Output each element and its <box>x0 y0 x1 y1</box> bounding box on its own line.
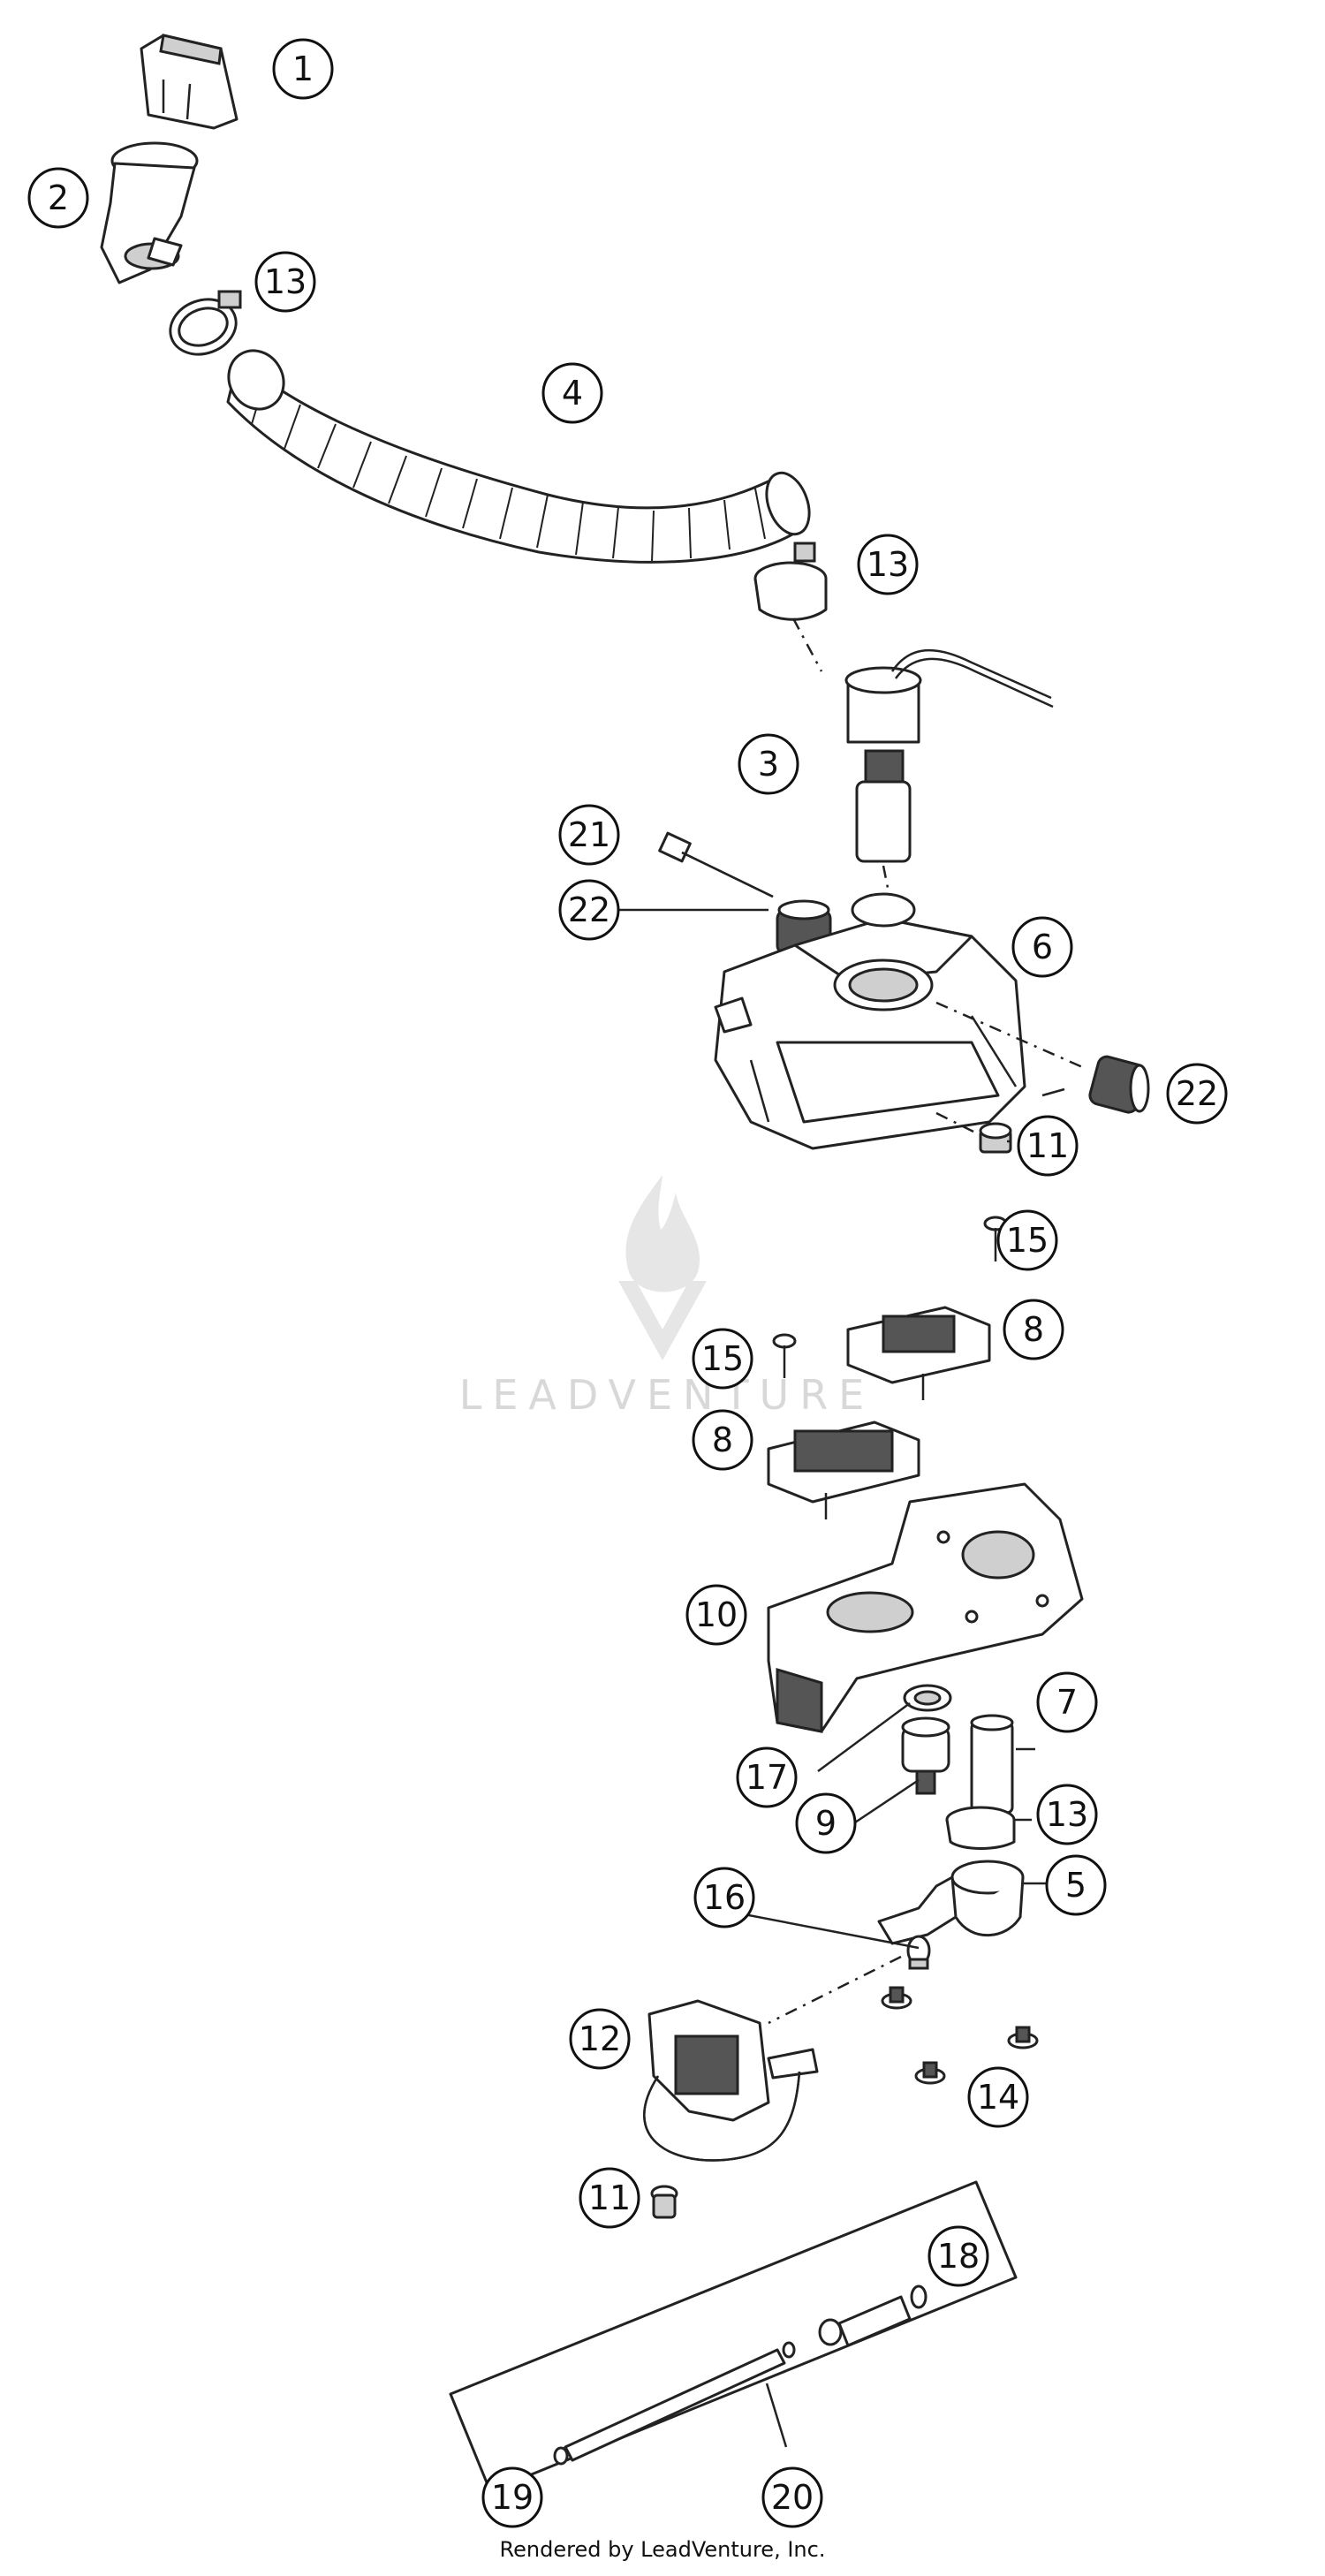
callout-10-label: 10 <box>695 1595 738 1634</box>
callout-20-label: 20 <box>771 2478 814 2517</box>
callout-9-label: 9 <box>815 1804 837 1843</box>
part-15-screw-lower <box>772 1333 797 1378</box>
flame-logo-icon <box>618 1175 707 1360</box>
callout-7-label: 7 <box>1056 1683 1078 1722</box>
callout-2-label: 2 <box>48 178 69 217</box>
callout-4-label: 4 <box>562 374 583 413</box>
part-21-bolt <box>658 831 774 898</box>
callout-14-label: 14 <box>977 2078 1019 2117</box>
callout-6-label: 6 <box>1032 928 1053 966</box>
callout-3-label: 3 <box>758 745 779 784</box>
part-1-filler-cap <box>140 34 238 130</box>
part-3-level-sensor <box>844 648 1054 863</box>
part-13-hose-clamp-upper <box>169 290 242 356</box>
callout-13-middle[interactable]: 13 <box>857 534 919 595</box>
callout-3[interactable]: 3 <box>738 733 799 795</box>
callout-2[interactable]: 2 <box>27 167 89 229</box>
callout-15-lower[interactable]: 15 <box>692 1328 753 1390</box>
callout-11-lower-label: 11 <box>588 2178 631 2217</box>
callout-13-middle-label: 13 <box>867 545 909 584</box>
callout-5[interactable]: 5 <box>1045 1854 1107 1916</box>
assembly-line-hose-to-tank <box>791 617 823 672</box>
callout-12[interactable]: 12 <box>569 2008 631 2070</box>
callout-22-right-label: 22 <box>1176 1074 1218 1113</box>
part-10-mounting-bracket <box>767 1482 1084 1733</box>
part-12-pump <box>643 1999 819 2162</box>
callout-15-upper[interactable]: 15 <box>996 1209 1058 1271</box>
assembly-line-tank-to-grommet <box>935 1001 1087 1071</box>
callout-5-label: 5 <box>1065 1866 1086 1905</box>
part-13-hose-clamp-middle <box>753 542 828 621</box>
callout-9[interactable]: 9 <box>795 1792 857 1854</box>
part-5-elbow-fitting <box>877 1860 1025 1945</box>
callout-7[interactable]: 7 <box>1036 1671 1098 1733</box>
callout-17-label: 17 <box>746 1758 788 1797</box>
part-8-pressure-sensor-upper <box>846 1306 991 1400</box>
part-8-pressure-sensor-lower <box>767 1421 920 1519</box>
callout-15-lower-label: 15 <box>701 1339 744 1378</box>
callout-11-lower[interactable]: 11 <box>579 2167 640 2229</box>
callout-22-left[interactable]: 22 <box>558 879 620 941</box>
part-22-rubber-grommet-right <box>1088 1055 1150 1114</box>
part-9-filter <box>901 1716 950 1795</box>
part-17-clip <box>903 1684 952 1712</box>
callout-18[interactable]: 18 <box>928 2225 989 2287</box>
callout-11-upper-label: 11 <box>1026 1126 1069 1165</box>
part-11-screw-lower <box>650 2185 678 2219</box>
callout-18-label: 18 <box>937 2237 980 2276</box>
assembly-line-clamp-to-pump <box>768 1955 902 2025</box>
part-7-sleeve <box>970 1714 1014 1815</box>
callout-22-left-label: 22 <box>568 890 610 929</box>
callout-13-lower[interactable]: 13 <box>1036 1784 1098 1845</box>
callout-1-label: 1 <box>292 49 314 88</box>
callout-14[interactable]: 14 <box>967 2066 1029 2128</box>
watermark-text: LEADVENTURE <box>459 1371 875 1419</box>
callout-22-right[interactable]: 22 <box>1166 1063 1228 1125</box>
callout-21[interactable]: 21 <box>558 804 620 866</box>
callout-4[interactable]: 4 <box>541 362 603 424</box>
callout-10[interactable]: 10 <box>685 1584 747 1646</box>
callout-13-upper[interactable]: 13 <box>254 251 316 313</box>
callout-13-lower-label: 13 <box>1046 1795 1088 1834</box>
callout-16[interactable]: 16 <box>693 1867 755 1928</box>
callout-12-label: 12 <box>579 2019 621 2058</box>
callout-8-lower[interactable]: 8 <box>692 1409 753 1471</box>
part-14-screws <box>881 1986 1039 2085</box>
callout-13-upper-label: 13 <box>264 262 307 301</box>
callout-1[interactable]: 1 <box>272 38 334 100</box>
callout-19[interactable]: 19 <box>481 2466 543 2528</box>
callout-15-upper-label: 15 <box>1006 1221 1049 1260</box>
callout-8-upper-label: 8 <box>1023 1310 1044 1349</box>
callout-20[interactable]: 20 <box>761 2466 823 2528</box>
leadventure-watermark: LEADVENTURE <box>459 1175 875 1419</box>
part-6-oil-tank <box>714 892 1026 1150</box>
callout-11-upper[interactable]: 11 <box>1017 1115 1079 1177</box>
part-16-small-clamp <box>906 1935 931 1970</box>
callout-16-label: 16 <box>703 1878 746 1917</box>
part-2-filler-neck <box>100 141 199 284</box>
callouts: 1 2 13 4 13 3 21 22 <box>27 38 1228 2528</box>
callout-17[interactable]: 17 <box>736 1746 798 1808</box>
part-13-hose-clamp-lower <box>945 1806 1016 1850</box>
callout-6[interactable]: 6 <box>1011 916 1073 978</box>
callout-19-label: 19 <box>491 2478 534 2517</box>
part-4-vent-hose <box>226 349 811 564</box>
callout-8-upper[interactable]: 8 <box>1003 1299 1064 1360</box>
callout-8-lower-label: 8 <box>712 1421 733 1459</box>
part-11-screw-upper <box>979 1122 1012 1154</box>
part-20-hose-kit-box <box>449 2180 1018 2493</box>
footer-credit: Rendered by LeadVenture, Inc. <box>499 2537 826 2562</box>
callout-21-label: 21 <box>568 815 610 854</box>
